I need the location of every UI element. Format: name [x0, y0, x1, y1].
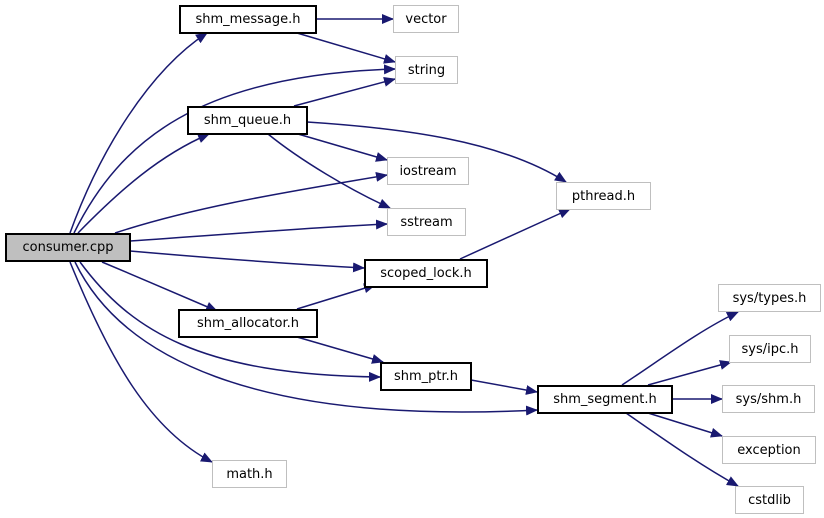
node-shm-segment-h[interactable]: shm_segment.h	[537, 385, 673, 414]
edge-consumer-iostream	[114, 171, 388, 234]
edge-shm_allocator-scoped_lock	[296, 283, 376, 310]
edge-shm_message-string	[296, 32, 396, 64]
edge-consumer-scoped_lock	[129, 250, 365, 273]
edge-shm_queue-pthread	[306, 121, 567, 183]
edge-shm_segment-sys_ipc	[647, 360, 732, 386]
node-shm-queue-h[interactable]: shm_queue.h	[187, 106, 308, 135]
edge-shm_queue-string	[293, 77, 396, 107]
edge-consumer-shm_allocator	[101, 261, 218, 312]
edge-consumer-math	[69, 261, 213, 463]
edge-shm_segment-sys_types	[621, 311, 739, 386]
node-iostream: iostream	[387, 157, 469, 185]
edge-shm_segment-exception	[647, 412, 723, 438]
node-shm-message-h[interactable]: shm_message.h	[179, 5, 317, 34]
node-cstdlib: cstdlib	[735, 486, 804, 514]
node-exception: exception	[722, 436, 816, 464]
node-shm-ptr-h[interactable]: shm_ptr.h	[380, 362, 472, 391]
edge-shm_segment-cstdlib	[625, 412, 739, 487]
edge-shm_allocator-shm_ptr	[296, 336, 384, 364]
node-scoped-lock-h[interactable]: scoped_lock.h	[364, 259, 488, 288]
node-shm-allocator-h[interactable]: shm_allocator.h	[178, 309, 318, 338]
edge-consumer-string	[73, 64, 396, 234]
edge-scoped_lock-pthread	[459, 208, 571, 260]
node-sstream: sstream	[387, 208, 466, 236]
edge-consumer-shm_queue	[77, 133, 210, 234]
edge-shm_queue-iostream	[297, 133, 388, 162]
edge-shm_ptr-shm_segment	[470, 379, 538, 395]
node-sys-types-h: sys/types.h	[718, 284, 821, 312]
node-math-h: math.h	[212, 460, 287, 488]
node-sys-ipc-h: sys/ipc.h	[729, 335, 811, 363]
node-pthread-h: pthread.h	[556, 182, 651, 210]
edge-shm_queue-sstream	[267, 133, 391, 209]
node-string: string	[395, 56, 458, 84]
node-consumer-cpp: consumer.cpp	[5, 233, 131, 262]
node-vector: vector	[393, 5, 459, 33]
node-sys-shm-h: sys/shm.h	[722, 385, 815, 413]
edge-consumer-shm_message	[69, 32, 208, 234]
edge-consumer-sstream	[129, 219, 388, 242]
edge-consumer-shm_ptr	[79, 261, 381, 382]
edge-consumer-shm_segment	[74, 261, 538, 416]
